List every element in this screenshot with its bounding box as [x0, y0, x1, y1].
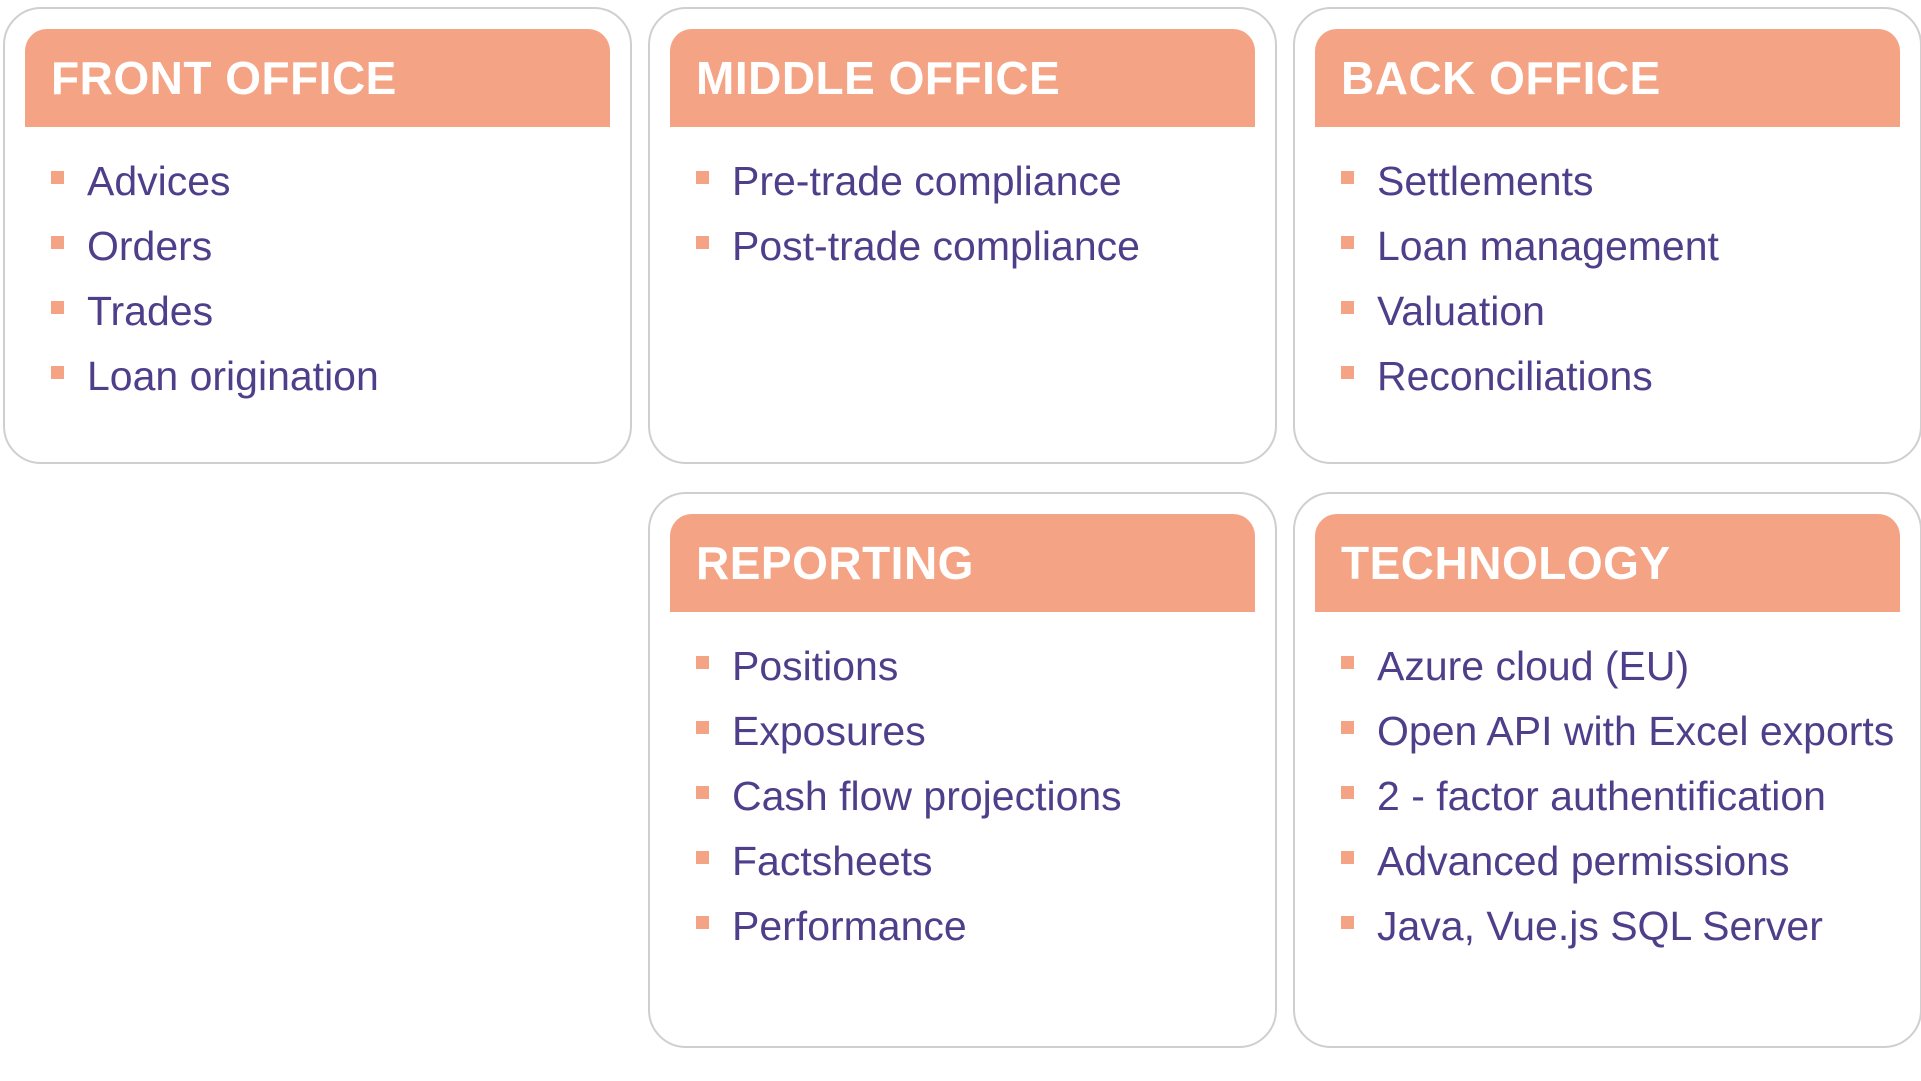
list-item-label: Pre-trade compliance	[732, 158, 1122, 204]
card-list: Azure cloud (EU) Open API with Excel exp…	[1341, 642, 1904, 967]
bullet-icon	[696, 786, 709, 799]
card-front-office: FRONT OFFICE Advices Orders Trades Loan …	[3, 7, 632, 464]
list-item-label: Performance	[732, 903, 967, 949]
list-item: Advanced permissions	[1341, 837, 1904, 885]
card-header: REPORTING	[670, 514, 1255, 612]
list-item-label: Advanced permissions	[1377, 838, 1790, 884]
bullet-icon	[1341, 236, 1354, 249]
list-item: Pre-trade compliance	[696, 157, 1259, 205]
list-item-label: Loan management	[1377, 223, 1719, 269]
card-header: FRONT OFFICE	[25, 29, 610, 127]
bullet-icon	[1341, 171, 1354, 184]
list-item: Exposures	[696, 707, 1259, 755]
list-item-label: Valuation	[1377, 288, 1545, 334]
card-middle-office: MIDDLE OFFICE Pre-trade compliance Post-…	[648, 7, 1277, 464]
list-item-label: Advices	[87, 158, 231, 204]
bullet-icon	[1341, 721, 1354, 734]
list-item-label: Exposures	[732, 708, 926, 754]
card-header: TECHNOLOGY	[1315, 514, 1900, 612]
list-item-label: Reconciliations	[1377, 353, 1653, 399]
list-item: Loan management	[1341, 222, 1904, 270]
list-item-label: Factsheets	[732, 838, 933, 884]
card-list: Advices Orders Trades Loan origination	[51, 157, 614, 417]
list-item-label: Trades	[87, 288, 214, 334]
list-item: Trades	[51, 287, 614, 335]
list-item-label: Positions	[732, 643, 899, 689]
bullet-icon	[1341, 366, 1354, 379]
card-title: MIDDLE OFFICE	[696, 52, 1061, 104]
list-item: Orders	[51, 222, 614, 270]
bullet-icon	[696, 721, 709, 734]
bullet-icon	[1341, 656, 1354, 669]
bullet-icon	[696, 656, 709, 669]
card-header: MIDDLE OFFICE	[670, 29, 1255, 127]
card-header: BACK OFFICE	[1315, 29, 1900, 127]
list-item-label: Azure cloud (EU)	[1377, 643, 1690, 689]
card-reporting: REPORTING Positions Exposures Cash flow …	[648, 492, 1277, 1048]
list-item-label: 2 - factor authentification	[1377, 773, 1826, 819]
list-item: Post-trade compliance	[696, 222, 1259, 270]
list-item: Reconciliations	[1341, 352, 1904, 400]
list-item: Open API with Excel exports	[1341, 707, 1904, 755]
bullet-icon	[696, 171, 709, 184]
card-technology: TECHNOLOGY Azure cloud (EU) Open API wit…	[1293, 492, 1921, 1048]
bullet-icon	[696, 236, 709, 249]
list-item-label: Java, Vue.js SQL Server	[1377, 903, 1823, 949]
bullet-icon	[696, 916, 709, 929]
card-title: BACK OFFICE	[1341, 52, 1661, 104]
bullet-icon	[1341, 301, 1354, 314]
card-title: REPORTING	[696, 537, 974, 589]
list-item: Valuation	[1341, 287, 1904, 335]
bullet-icon	[51, 301, 64, 314]
list-item: Loan origination	[51, 352, 614, 400]
bullet-icon	[696, 851, 709, 864]
list-item: Azure cloud (EU)	[1341, 642, 1904, 690]
card-title: FRONT OFFICE	[51, 52, 397, 104]
list-item: Performance	[696, 902, 1259, 950]
bullet-icon	[1341, 851, 1354, 864]
list-item: Settlements	[1341, 157, 1904, 205]
bullet-icon	[51, 236, 64, 249]
bullet-icon	[1341, 786, 1354, 799]
list-item-label: Orders	[87, 223, 213, 269]
card-title: TECHNOLOGY	[1341, 537, 1671, 589]
list-item: Cash flow projections	[696, 772, 1259, 820]
list-item: Positions	[696, 642, 1259, 690]
list-item: Java, Vue.js SQL Server	[1341, 902, 1904, 950]
card-list: Settlements Loan management Valuation Re…	[1341, 157, 1904, 417]
card-list: Positions Exposures Cash flow projection…	[696, 642, 1259, 967]
card-back-office: BACK OFFICE Settlements Loan management …	[1293, 7, 1921, 464]
card-list: Pre-trade compliance Post-trade complian…	[696, 157, 1259, 287]
list-item: Advices	[51, 157, 614, 205]
list-item: 2 - factor authentification	[1341, 772, 1904, 820]
list-item-label: Cash flow projections	[732, 773, 1122, 819]
list-item-label: Open API with Excel exports	[1377, 708, 1895, 754]
list-item: Factsheets	[696, 837, 1259, 885]
list-item-label: Loan origination	[87, 353, 379, 399]
list-item-label: Settlements	[1377, 158, 1594, 204]
bullet-icon	[51, 171, 64, 184]
bullet-icon	[51, 366, 64, 379]
bullet-icon	[1341, 916, 1354, 929]
list-item-label: Post-trade compliance	[732, 223, 1140, 269]
